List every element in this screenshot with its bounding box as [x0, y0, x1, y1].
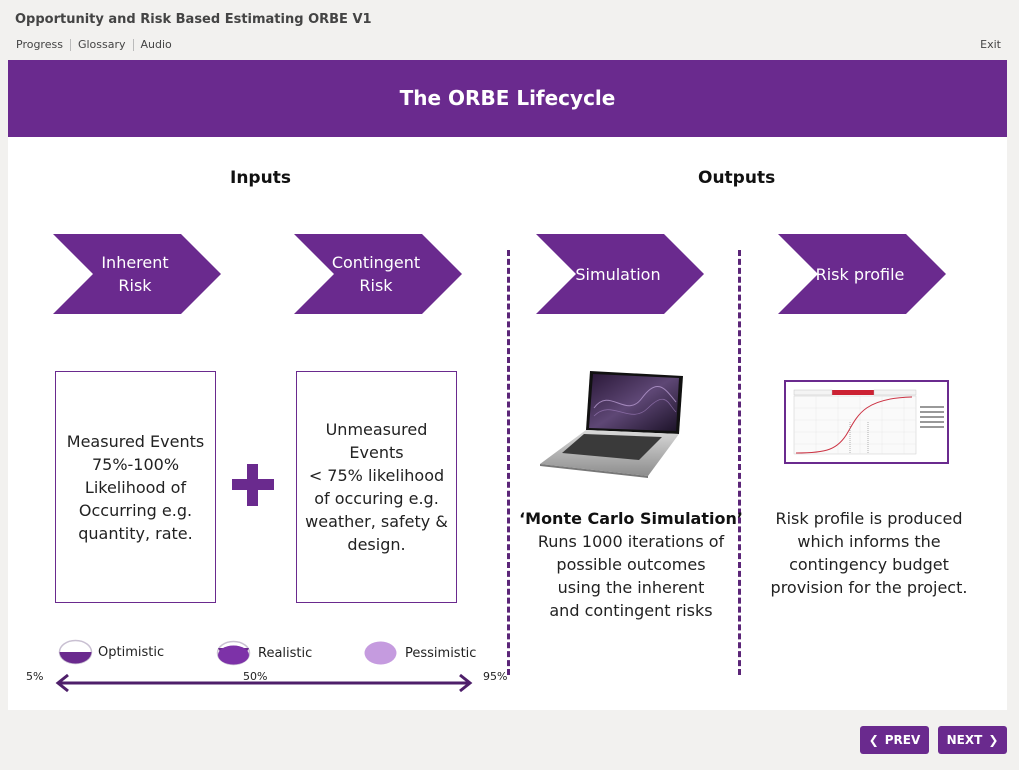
nav-progress-link[interactable]: Progress — [16, 38, 63, 51]
pessimistic-label: Pessimistic — [405, 646, 477, 661]
range-double-arrow — [55, 673, 473, 693]
chevron-left-icon: ❮ — [868, 733, 879, 747]
plus-icon — [232, 464, 274, 506]
nav-divider — [69, 38, 71, 51]
simulation-chevron: Simulation — [536, 234, 704, 314]
prev-button[interactable]: ❮ PREV — [860, 726, 929, 754]
chevron-label-text: Risk profile — [815, 264, 905, 284]
nav-audio-link[interactable]: Audio — [140, 38, 172, 51]
next-button[interactable]: NEXT ❯ — [938, 726, 1007, 754]
nav-divider — [132, 38, 134, 51]
unmeasured-events-box: Unmeasured Events < 75% likelihood of oc… — [296, 371, 457, 603]
nav-glossary-link[interactable]: Glossary — [77, 38, 126, 51]
scale-mid-label: 50% — [243, 670, 268, 683]
divider-dashed-line — [738, 250, 741, 675]
slide-title: The ORBE Lifecycle — [399, 86, 616, 110]
chevron-right-icon: ❯ — [988, 733, 999, 747]
outputs-heading: Outputs — [698, 168, 776, 188]
scale-low-label: 5% — [26, 670, 44, 683]
chevron-label: Risk profile — [804, 234, 916, 314]
next-button-label: NEXT — [946, 733, 983, 747]
risk-profile-description: Risk profile is produced which informs t… — [770, 509, 968, 597]
top-nav: Progress Glossary Audio — [16, 38, 172, 51]
risk-profile-chart-image — [784, 380, 949, 464]
simulation-description: ‘Monte Carlo Simulation’ Runs 1000 itera… — [519, 509, 743, 620]
realistic-level-icon — [216, 640, 251, 666]
divider-dashed-line — [507, 250, 510, 675]
chevron-label-text: Simulation — [575, 264, 661, 284]
optimistic-label: Optimistic — [98, 645, 165, 660]
measured-events-box: Measured Events 75%-100% Likelihood of O… — [55, 371, 216, 603]
course-title: Opportunity and Risk Based Estimating OR… — [15, 12, 372, 27]
laptop-image — [538, 368, 683, 478]
realistic-label: Realistic — [258, 646, 313, 661]
prev-button-label: PREV — [884, 733, 921, 747]
pessimistic-level-icon — [364, 641, 397, 665]
measured-events-text: Measured Events 75%-100% Likelihood of O… — [66, 431, 205, 543]
simulation-description-title: ‘Monte Carlo Simulation’ — [519, 509, 743, 528]
optimistic-level-icon — [58, 639, 93, 665]
exit-link[interactable]: Exit — [980, 38, 1001, 51]
scale-high-label: 95% — [483, 670, 508, 683]
unmeasured-events-text: Unmeasured Events < 75% likelihood of oc… — [305, 420, 448, 554]
risk-profile-chevron: Risk profile — [778, 234, 946, 314]
inputs-heading: Inputs — [230, 168, 291, 188]
slide-stage: The ORBE Lifecycle Inputs Outputs Inhere… — [8, 60, 1007, 710]
chevron-label: Simulation — [562, 234, 674, 314]
slide-banner: The ORBE Lifecycle — [8, 60, 1007, 137]
